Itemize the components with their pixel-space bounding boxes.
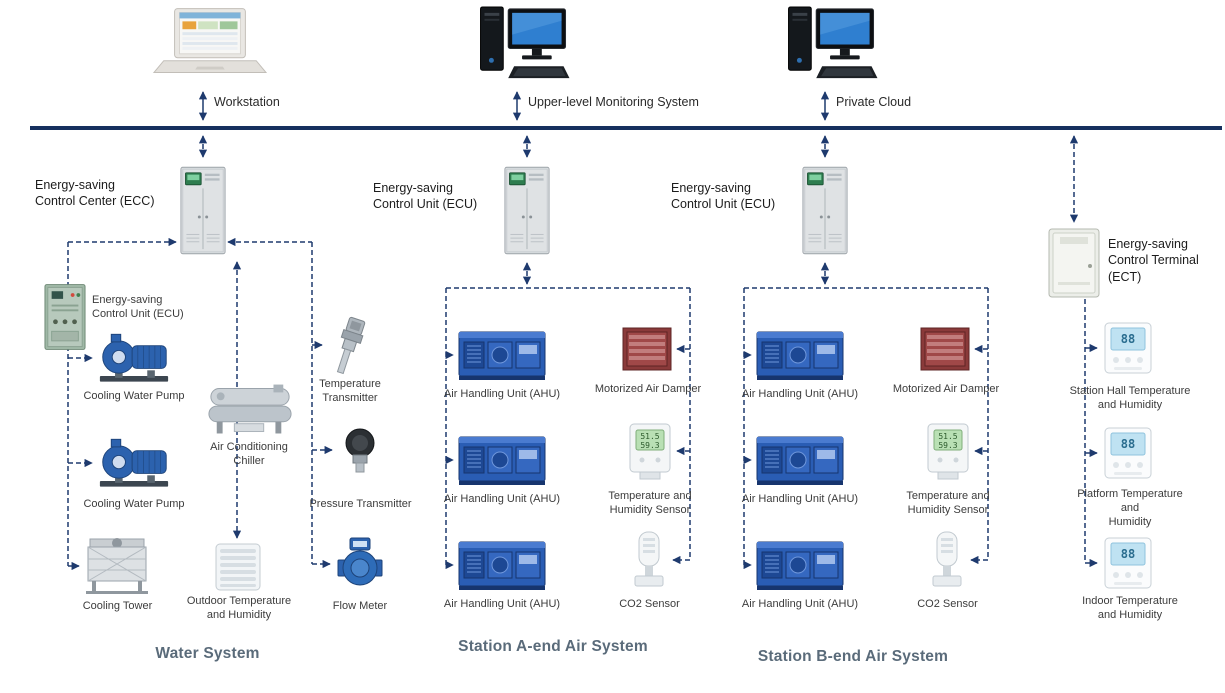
station-b-ahu-2-icon	[756, 433, 844, 487]
monitoring-system-label: Upper-level Monitoring System	[528, 95, 699, 109]
cooling-water-pump-1-label: Cooling Water Pump	[83, 390, 185, 402]
temperature-transmitter-label: Temperature Transmitter	[319, 378, 381, 404]
water-ecu-icon	[44, 283, 86, 351]
station-b-co2-sensor-icon	[928, 530, 966, 590]
cooling-water-pump-2-label: Cooling Water Pump	[83, 498, 185, 510]
station-a-damper-icon	[622, 327, 672, 371]
station-b-damper-icon	[920, 327, 970, 371]
private-cloud-label: Private Cloud	[836, 95, 912, 109]
station-b-ahu-1-icon	[756, 328, 844, 382]
station-a-title: Station A-end Air System	[458, 638, 648, 655]
station-a-ahu-2-icon	[458, 433, 546, 487]
station-b-title: Station B-end Air System	[757, 648, 949, 665]
station-b-ahu-3-icon	[756, 538, 844, 592]
indoor-thermostat-icon	[1104, 537, 1152, 589]
ecu-b-label: Energy-saving Control Unit (ECU)	[671, 181, 776, 212]
station-a-co2-sensor-label: CO2 Sensor	[619, 598, 680, 610]
outdoor-th-sensor-icon	[214, 542, 262, 592]
station-a-ahu-1-label: Air Handling Unit (AHU)	[443, 388, 561, 400]
cooling-water-pump-2-icon	[98, 437, 170, 489]
water-ecu-label: Energy-saving Control Unit (ECU)	[92, 294, 184, 320]
station-b-th-sensor-icon	[926, 422, 970, 480]
monitoring-system-icon	[478, 3, 573, 87]
station-a-th-sensor-icon	[628, 422, 672, 480]
station-a-ahu-3-icon	[458, 538, 546, 592]
ecu-a-label: Energy-saving Control Unit (ECU)	[373, 181, 478, 212]
pressure-transmitter-label: Pressure Transmitter	[309, 498, 412, 510]
pressure-transmitter-icon	[337, 427, 383, 473]
chiller-icon	[205, 382, 295, 438]
system-bus-line	[30, 126, 1222, 130]
workstation-label: Workstation	[214, 95, 280, 109]
ect-label: Energy-saving Control Terminal (ECT)	[1108, 237, 1199, 284]
station-b-damper-label: Motorized Air Damper	[892, 383, 1000, 395]
station-b-co2-sensor-label: CO2 Sensor	[917, 598, 978, 610]
station-b-ahu-1-label: Air Handling Unit (AHU)	[741, 388, 859, 400]
outdoor-th-sensor-label: Outdoor Temperature and Humidity	[186, 595, 292, 621]
private-cloud-icon	[786, 3, 881, 87]
station-a-co2-sensor-icon	[630, 530, 668, 590]
flow-meter-label: Flow Meter	[332, 600, 388, 612]
cooling-water-pump-1-icon	[98, 332, 170, 384]
station-b-th-sensor-label: Temperature and Humidity Sensor	[906, 490, 990, 516]
platform-thermostat-label: Platform Temperature and Humidity	[1077, 488, 1183, 528]
chiller-label: Air Conditioning Chiller	[210, 441, 288, 467]
station-a-ahu-3-label: Air Handling Unit (AHU)	[443, 598, 561, 610]
water-system-title: Water System	[155, 645, 260, 662]
indoor-thermostat-label: Indoor Temperature and Humidity	[1082, 595, 1178, 621]
station-b-ahu-2-label: Air Handling Unit (AHU)	[741, 493, 859, 505]
station-a-th-sensor-label: Temperature and Humidity Sensor	[608, 490, 692, 516]
flow-meter-icon	[336, 536, 384, 592]
station-a-damper-label: Motorized Air Damper	[594, 383, 702, 395]
workstation-icon	[150, 6, 268, 80]
ecc-cabinet-icon	[180, 163, 226, 258]
ecu-a-cabinet-icon	[504, 163, 550, 258]
ecu-b-cabinet-icon	[802, 163, 848, 258]
cooling-tower-icon	[84, 537, 150, 595]
ect-box-icon	[1048, 228, 1100, 298]
platform-thermostat-icon	[1104, 427, 1152, 479]
cooling-tower-label: Cooling Tower	[82, 600, 153, 612]
station-b-ahu-3-label: Air Handling Unit (AHU)	[741, 598, 859, 610]
ecc-label: Energy-saving Control Center (ECC)	[35, 178, 155, 209]
temperature-transmitter-icon	[327, 316, 371, 376]
station-hall-thermostat-label: Station Hall Temperature and Humidity	[1069, 385, 1191, 411]
station-hall-thermostat-icon	[1104, 322, 1152, 374]
station-a-ahu-2-label: Air Handling Unit (AHU)	[443, 493, 561, 505]
station-a-ahu-1-icon	[458, 328, 546, 382]
